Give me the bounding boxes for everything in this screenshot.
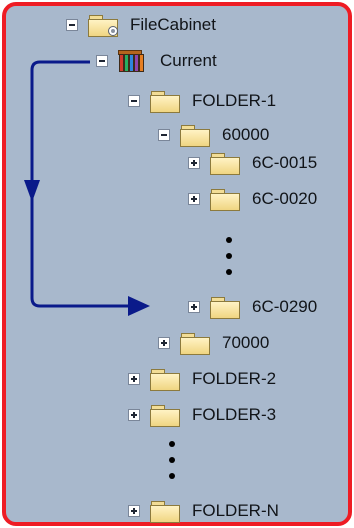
folder-icon: [150, 404, 180, 427]
tree-node-label: FOLDER-1: [192, 91, 277, 110]
tree-node-folder-3[interactable]: FOLDER-3: [128, 402, 276, 428]
ellipsis-dot: [169, 457, 175, 463]
tree-node-folder-n[interactable]: FOLDER-N: [128, 498, 279, 524]
collapse-toggle-icon[interactable]: [66, 19, 78, 31]
tree-node-6c-0020[interactable]: 6C-0020: [188, 186, 317, 212]
binders-icon: [118, 50, 148, 72]
ellipsis-dot: [169, 473, 175, 479]
collapse-toggle-icon[interactable]: [158, 129, 170, 141]
tree-node-filecabinet[interactable]: FileCabinet: [66, 12, 216, 38]
folder-icon: [210, 296, 240, 319]
collapse-toggle-icon[interactable]: [96, 55, 108, 67]
tree-node-label: FOLDER-3: [192, 405, 277, 424]
down-arrowhead-icon: [24, 180, 40, 202]
folder-icon: [210, 152, 240, 175]
expand-toggle-icon[interactable]: [188, 301, 200, 313]
folder-icon: [150, 90, 180, 113]
tree-node-label: FileCabinet: [130, 15, 216, 34]
expand-toggle-icon[interactable]: [128, 505, 140, 517]
ellipsis-dot: [226, 269, 232, 275]
tree-node-label: FOLDER-N: [192, 501, 279, 520]
expand-toggle-icon[interactable]: [158, 337, 170, 349]
folder-icon: [180, 124, 210, 147]
tree-node-6c-0290[interactable]: 6C-0290: [188, 294, 317, 320]
right-arrowhead-icon: [128, 296, 150, 316]
expand-toggle-icon[interactable]: [128, 409, 140, 421]
tree-node-folder-1[interactable]: FOLDER-1: [128, 88, 276, 114]
folder-icon: [150, 368, 180, 391]
collapse-toggle-icon[interactable]: [128, 95, 140, 107]
tree-node-label: 60000: [222, 125, 270, 144]
tree-node-label: Current: [160, 51, 217, 70]
folder-icon: [150, 500, 180, 523]
tree-node-label: 6C-0290: [252, 297, 318, 316]
ellipsis-dot: [226, 237, 232, 243]
tree-node-70000[interactable]: 70000: [158, 330, 269, 356]
tree-node-folder-2[interactable]: FOLDER-2: [128, 366, 276, 392]
file-cabinet-icon: [88, 14, 118, 37]
tree-node-label: FOLDER-2: [192, 369, 277, 388]
tree-node-label: 6C-0020: [252, 189, 318, 208]
ellipsis-dot: [169, 441, 175, 447]
ellipsis-dot: [226, 253, 232, 259]
expand-toggle-icon[interactable]: [128, 373, 140, 385]
tree-node-6c-0015[interactable]: 6C-0015: [188, 150, 317, 176]
tree-node-current[interactable]: Current: [96, 48, 217, 74]
annotation-arrow-line: [30, 60, 140, 308]
tree-node-label: 6C-0015: [252, 153, 318, 172]
tree-node-60000[interactable]: 60000: [158, 122, 269, 148]
expand-toggle-icon[interactable]: [188, 193, 200, 205]
tree-node-label: 70000: [222, 333, 270, 352]
folder-icon: [180, 332, 210, 355]
folder-icon: [210, 188, 240, 211]
expand-toggle-icon[interactable]: [188, 157, 200, 169]
